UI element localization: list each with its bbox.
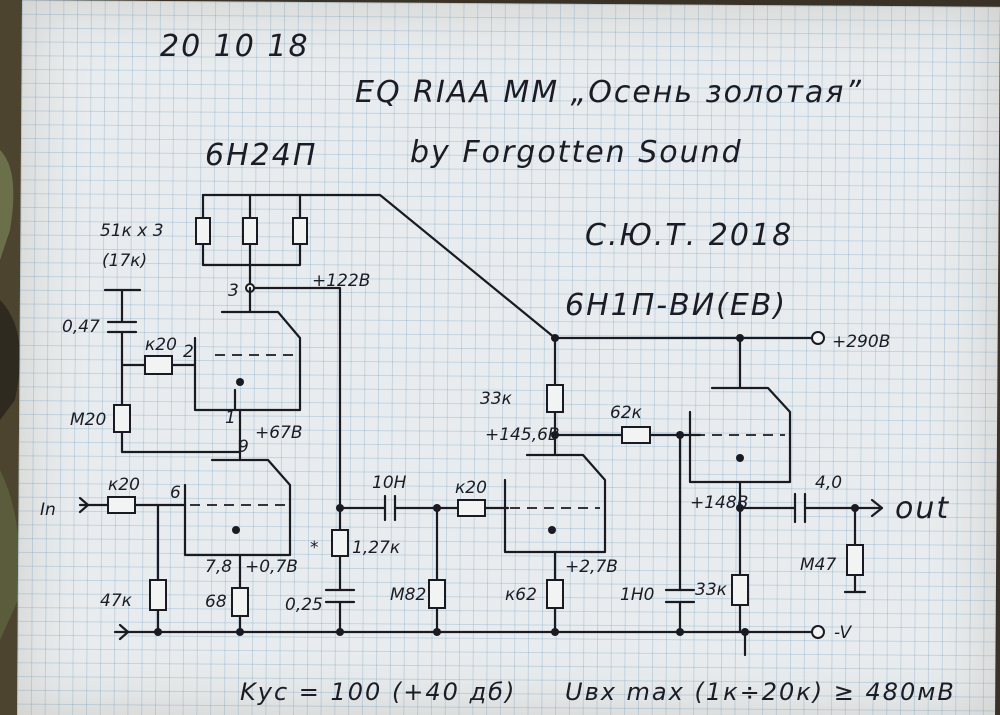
c025-label: 0,25 (285, 595, 323, 615)
triode2-envelope (183, 438, 292, 592)
ground-terminal (811, 625, 825, 639)
anode-resistor-3 (292, 217, 308, 245)
tube-input-label: 6H24П (205, 138, 317, 173)
ground-label: -V (834, 623, 852, 643)
supply-voltage-label: +290В (832, 332, 890, 352)
input-label: In (40, 500, 56, 520)
m20-label: M20 (70, 410, 106, 430)
triode4-envelope (688, 336, 792, 634)
v148-label: +148В (690, 493, 748, 513)
star-label: * (310, 538, 319, 558)
ground-node-1 (154, 628, 162, 636)
resistor-star (331, 529, 349, 557)
riaa-node (336, 504, 344, 512)
cap-1n0 (664, 588, 696, 604)
cap-025 (324, 588, 356, 604)
anode-resistor-label: 51к x 3 (100, 221, 164, 241)
c1n-label: 1Н0 (620, 585, 654, 605)
supply-terminal (811, 331, 825, 345)
anode-resistor-2 (242, 217, 258, 245)
input-wires (78, 503, 187, 634)
input-resistor-47k (149, 579, 167, 611)
cap-10n (383, 494, 397, 522)
v1456-label: +145,6В (485, 425, 560, 445)
anode-resistor-1 (195, 217, 211, 245)
resistor-m82 (428, 579, 446, 609)
cap-4-0 (793, 492, 807, 524)
riaa-network-wires (338, 506, 510, 634)
v122-label: +122В (312, 271, 370, 291)
upper-grid-wires (103, 288, 242, 454)
pin9-label: 9 (238, 437, 249, 457)
m82-label: M82 (390, 585, 426, 605)
output-load-node (851, 504, 859, 512)
r47k-label: 47к (100, 591, 133, 611)
pin1-label: 1 (225, 408, 236, 428)
triode1-envelope (193, 286, 302, 412)
title-text: EQ RIAA MM „Осень золотая” (355, 75, 863, 110)
pin3-label: 3 (228, 281, 239, 301)
grid-resistor-k20 (144, 355, 173, 375)
input-r-label: к20 (108, 475, 140, 495)
load-resistor-m47 (846, 544, 864, 576)
resistor-62k (621, 426, 651, 444)
b-plus-node-2 (736, 334, 744, 342)
r33k-b-label: 33к (695, 580, 728, 600)
m47-label: M47 (800, 555, 836, 575)
coupling-wires (553, 433, 702, 634)
output-label: out (895, 491, 950, 526)
input-max-text: Uвх max (1к÷20к) ≥ 480мВ (565, 678, 956, 706)
triode2-cathode-dot (232, 526, 240, 534)
anode-resistor-33k (546, 384, 564, 413)
triode4-cathode-dot (736, 454, 744, 462)
output-arrow (870, 498, 884, 518)
resistor-k20b (457, 499, 486, 517)
r62k-label: 62к (610, 403, 643, 423)
riaa-node-2 (433, 504, 441, 512)
pin2-label: 2 (183, 342, 194, 362)
anode-resistor-eq-label: (17к) (102, 251, 147, 271)
cathode-resistor-68 (231, 587, 249, 617)
k20-label: к20 (145, 335, 177, 355)
cathode-cap-label: 7,8 (205, 557, 232, 577)
r68-label: 68 (205, 592, 227, 612)
triode3-cathode-dot (548, 526, 556, 534)
grid4-node (676, 431, 684, 439)
ground-arrow (118, 623, 130, 641)
k20b-label: к20 (455, 478, 487, 498)
supply-rail-wire (201, 193, 814, 340)
grid-resistor-m20 (113, 404, 131, 433)
triode1-cathode-dot (236, 378, 244, 386)
tube-output-label: 6H1П-ВИ(ЕВ) (565, 288, 787, 323)
r33k-a-label: 33к (480, 389, 513, 409)
triode3-envelope (503, 336, 607, 554)
v27-label: +2,7В (565, 557, 618, 577)
c10n-label: 10Н (372, 473, 407, 493)
k62-label: к62 (505, 585, 537, 605)
output-wires (738, 506, 882, 594)
input-arrow (78, 496, 90, 514)
r-star-label: 1,27к (352, 538, 401, 558)
cathode-resistor-k62 (546, 579, 564, 609)
ground-drops (238, 614, 747, 657)
byline-text: by Forgotten Sound (410, 135, 743, 170)
v07-label: +0,7В (245, 557, 298, 577)
pin6-label: 6 (170, 483, 181, 503)
c-out-label: 4,0 (815, 473, 842, 493)
b-plus-node (551, 334, 559, 342)
input-resistor-k20 (107, 496, 136, 514)
node3-wires (248, 263, 342, 510)
date-text: 20 10 18 (160, 29, 310, 64)
org-text: С.Ю.Т. 2018 (585, 218, 793, 253)
gain-text: Kус = 100 (+40 дб) (240, 678, 516, 706)
cathode-resistor-33k (731, 574, 749, 606)
cap-047-label: 0,47 (62, 317, 100, 337)
v67-label: +67В (255, 423, 303, 443)
